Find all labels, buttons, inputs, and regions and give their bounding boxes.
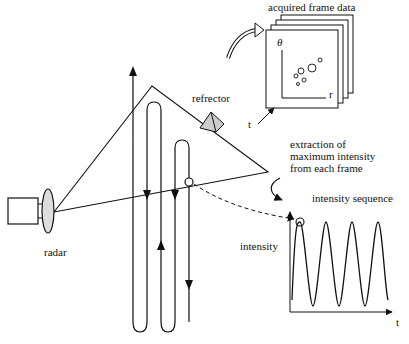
figure-label: intensity sequence <box>312 192 393 204</box>
process-note: extraction of maximum intensity from eac… <box>290 138 388 174</box>
scan-path <box>133 72 189 332</box>
peak-marker <box>296 218 304 226</box>
frame-axes <box>282 50 326 98</box>
scan-arrows <box>129 66 193 290</box>
axis-label: θ <box>277 36 282 48</box>
part-name: refrector <box>192 92 230 104</box>
flow-arrow-outline <box>228 30 256 58</box>
sample-marker <box>185 178 193 186</box>
flow-arrow-fill <box>228 30 256 58</box>
axis-label: t <box>248 118 251 130</box>
axis-label: intensity <box>240 240 278 252</box>
sample-link <box>194 184 294 219</box>
frame <box>266 30 338 108</box>
reflector-icon <box>200 112 224 132</box>
flow-arrow-head <box>255 23 264 37</box>
flow-arrow <box>271 178 282 200</box>
x-axis <box>290 312 392 313</box>
y-axis <box>290 212 291 312</box>
radar-dish <box>42 189 54 233</box>
time-arrow <box>258 108 274 124</box>
figure-title: acquired frame data <box>268 1 355 13</box>
part-name: radar <box>44 246 67 258</box>
echo-points <box>294 58 322 86</box>
intensity-wave <box>292 222 388 306</box>
axis-label: t <box>396 316 399 328</box>
radar-body <box>8 198 38 224</box>
axis-label: r <box>329 88 333 100</box>
